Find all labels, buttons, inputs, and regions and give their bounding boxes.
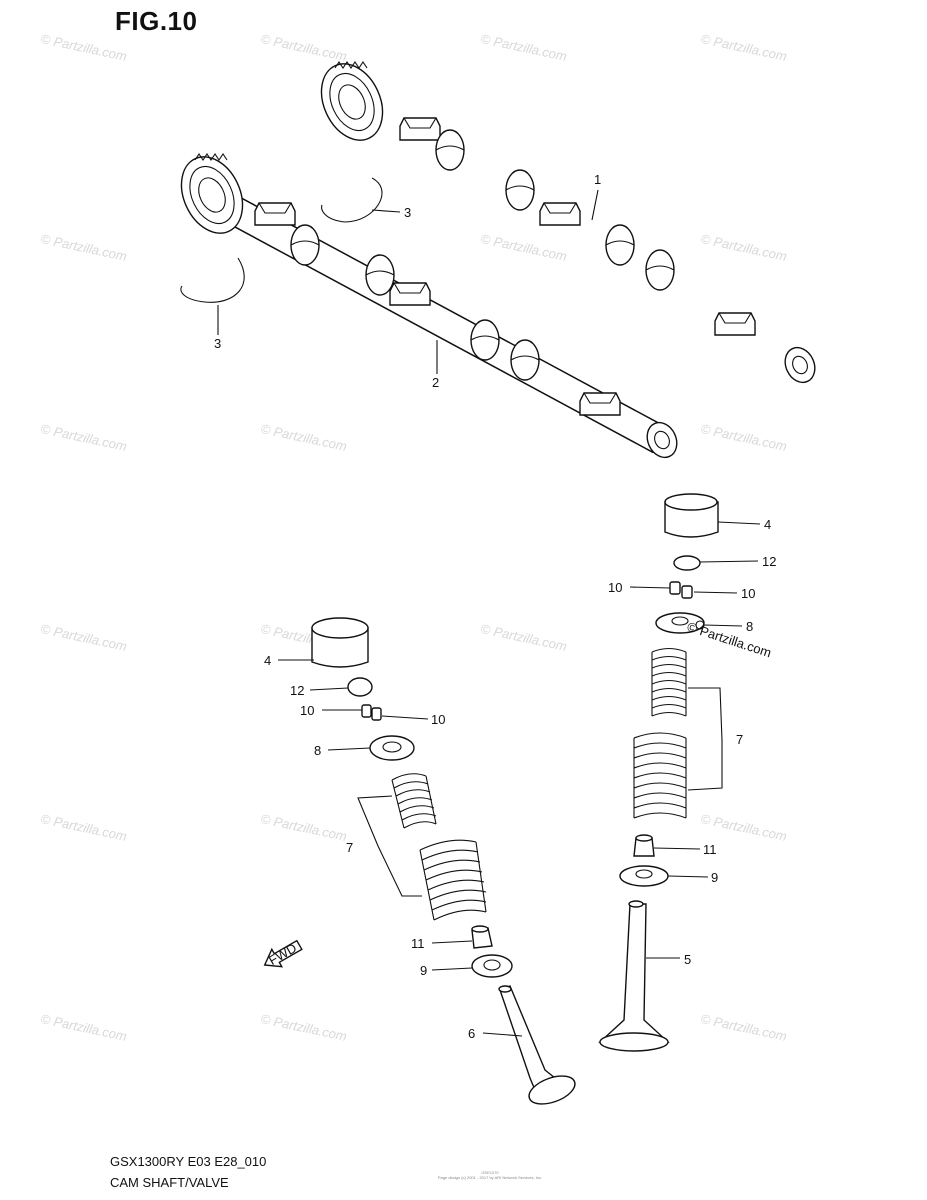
cotter-left [361, 704, 382, 721]
camshaft-1 [320, 61, 816, 384]
callout-9-left: 9 [420, 963, 427, 978]
spring-inner-right [651, 647, 687, 720]
spring-inner-left [391, 773, 437, 829]
callout-12-left: 12 [290, 683, 304, 698]
callout-8-left: 8 [314, 743, 321, 758]
spring-outer-right [633, 732, 687, 819]
callout-10-left-a: 10 [300, 703, 314, 718]
tappet-right [664, 493, 719, 538]
spring-seat-right [619, 865, 669, 887]
callout-7-right: 7 [736, 732, 743, 747]
spring-seat-left [471, 954, 513, 978]
callout-11-right: 11 [703, 842, 717, 857]
callout-7-left: 7 [346, 840, 353, 855]
model-code: GSX1300RY E03 E28_010 [110, 1154, 267, 1169]
callout-10-right-a: 10 [608, 580, 622, 595]
stem-seal-right [633, 834, 655, 857]
retainer-left [369, 735, 415, 761]
fine-print: GSE1070 Page design (c) 2001 - 2017 by A… [400, 1170, 580, 1180]
callout-10-left-b: 10 [431, 712, 445, 727]
forward-arrow-icon: FWD [263, 939, 303, 968]
figure-title: FIG.10 [115, 6, 198, 36]
callout-8-right: 8 [746, 619, 753, 634]
section-name: CAM SHAFT/VALVE [110, 1175, 229, 1190]
spring-outer-left [419, 839, 487, 921]
fine-print-code: GSE1070 [481, 1170, 499, 1175]
fine-print-copyright: Page design (c) 2001 - 2017 by ARI Netwo… [437, 1175, 543, 1180]
circlip-upper [321, 177, 383, 223]
callout-12-right: 12 [762, 554, 776, 569]
callout-6: 6 [468, 1026, 475, 1041]
callout-3b: 3 [214, 336, 221, 351]
cam-sprocket-2 [180, 153, 244, 234]
cam-sprocket-1 [320, 61, 384, 141]
callout-1: 1 [594, 172, 601, 187]
leader-lines [217, 189, 761, 1037]
tappet-left [311, 617, 369, 668]
camshaft-2 [180, 153, 678, 459]
callout-11-left: 11 [411, 936, 425, 951]
shim-right [673, 555, 701, 571]
callout-4-left: 4 [264, 653, 271, 668]
intake-valve-6 [498, 985, 576, 1105]
cotter-right [669, 581, 693, 599]
callout-4-right: 4 [764, 517, 771, 532]
exhaust-valve-5 [598, 900, 670, 1052]
callout-2: 2 [432, 375, 439, 390]
shim-left [347, 677, 373, 697]
stem-seal-left [471, 925, 493, 949]
callout-5: 5 [684, 952, 691, 967]
callout-10-right-b: 10 [741, 586, 755, 601]
circlip-lower [180, 257, 245, 303]
callout-9-right: 9 [711, 870, 718, 885]
callout-3a: 3 [404, 205, 411, 220]
